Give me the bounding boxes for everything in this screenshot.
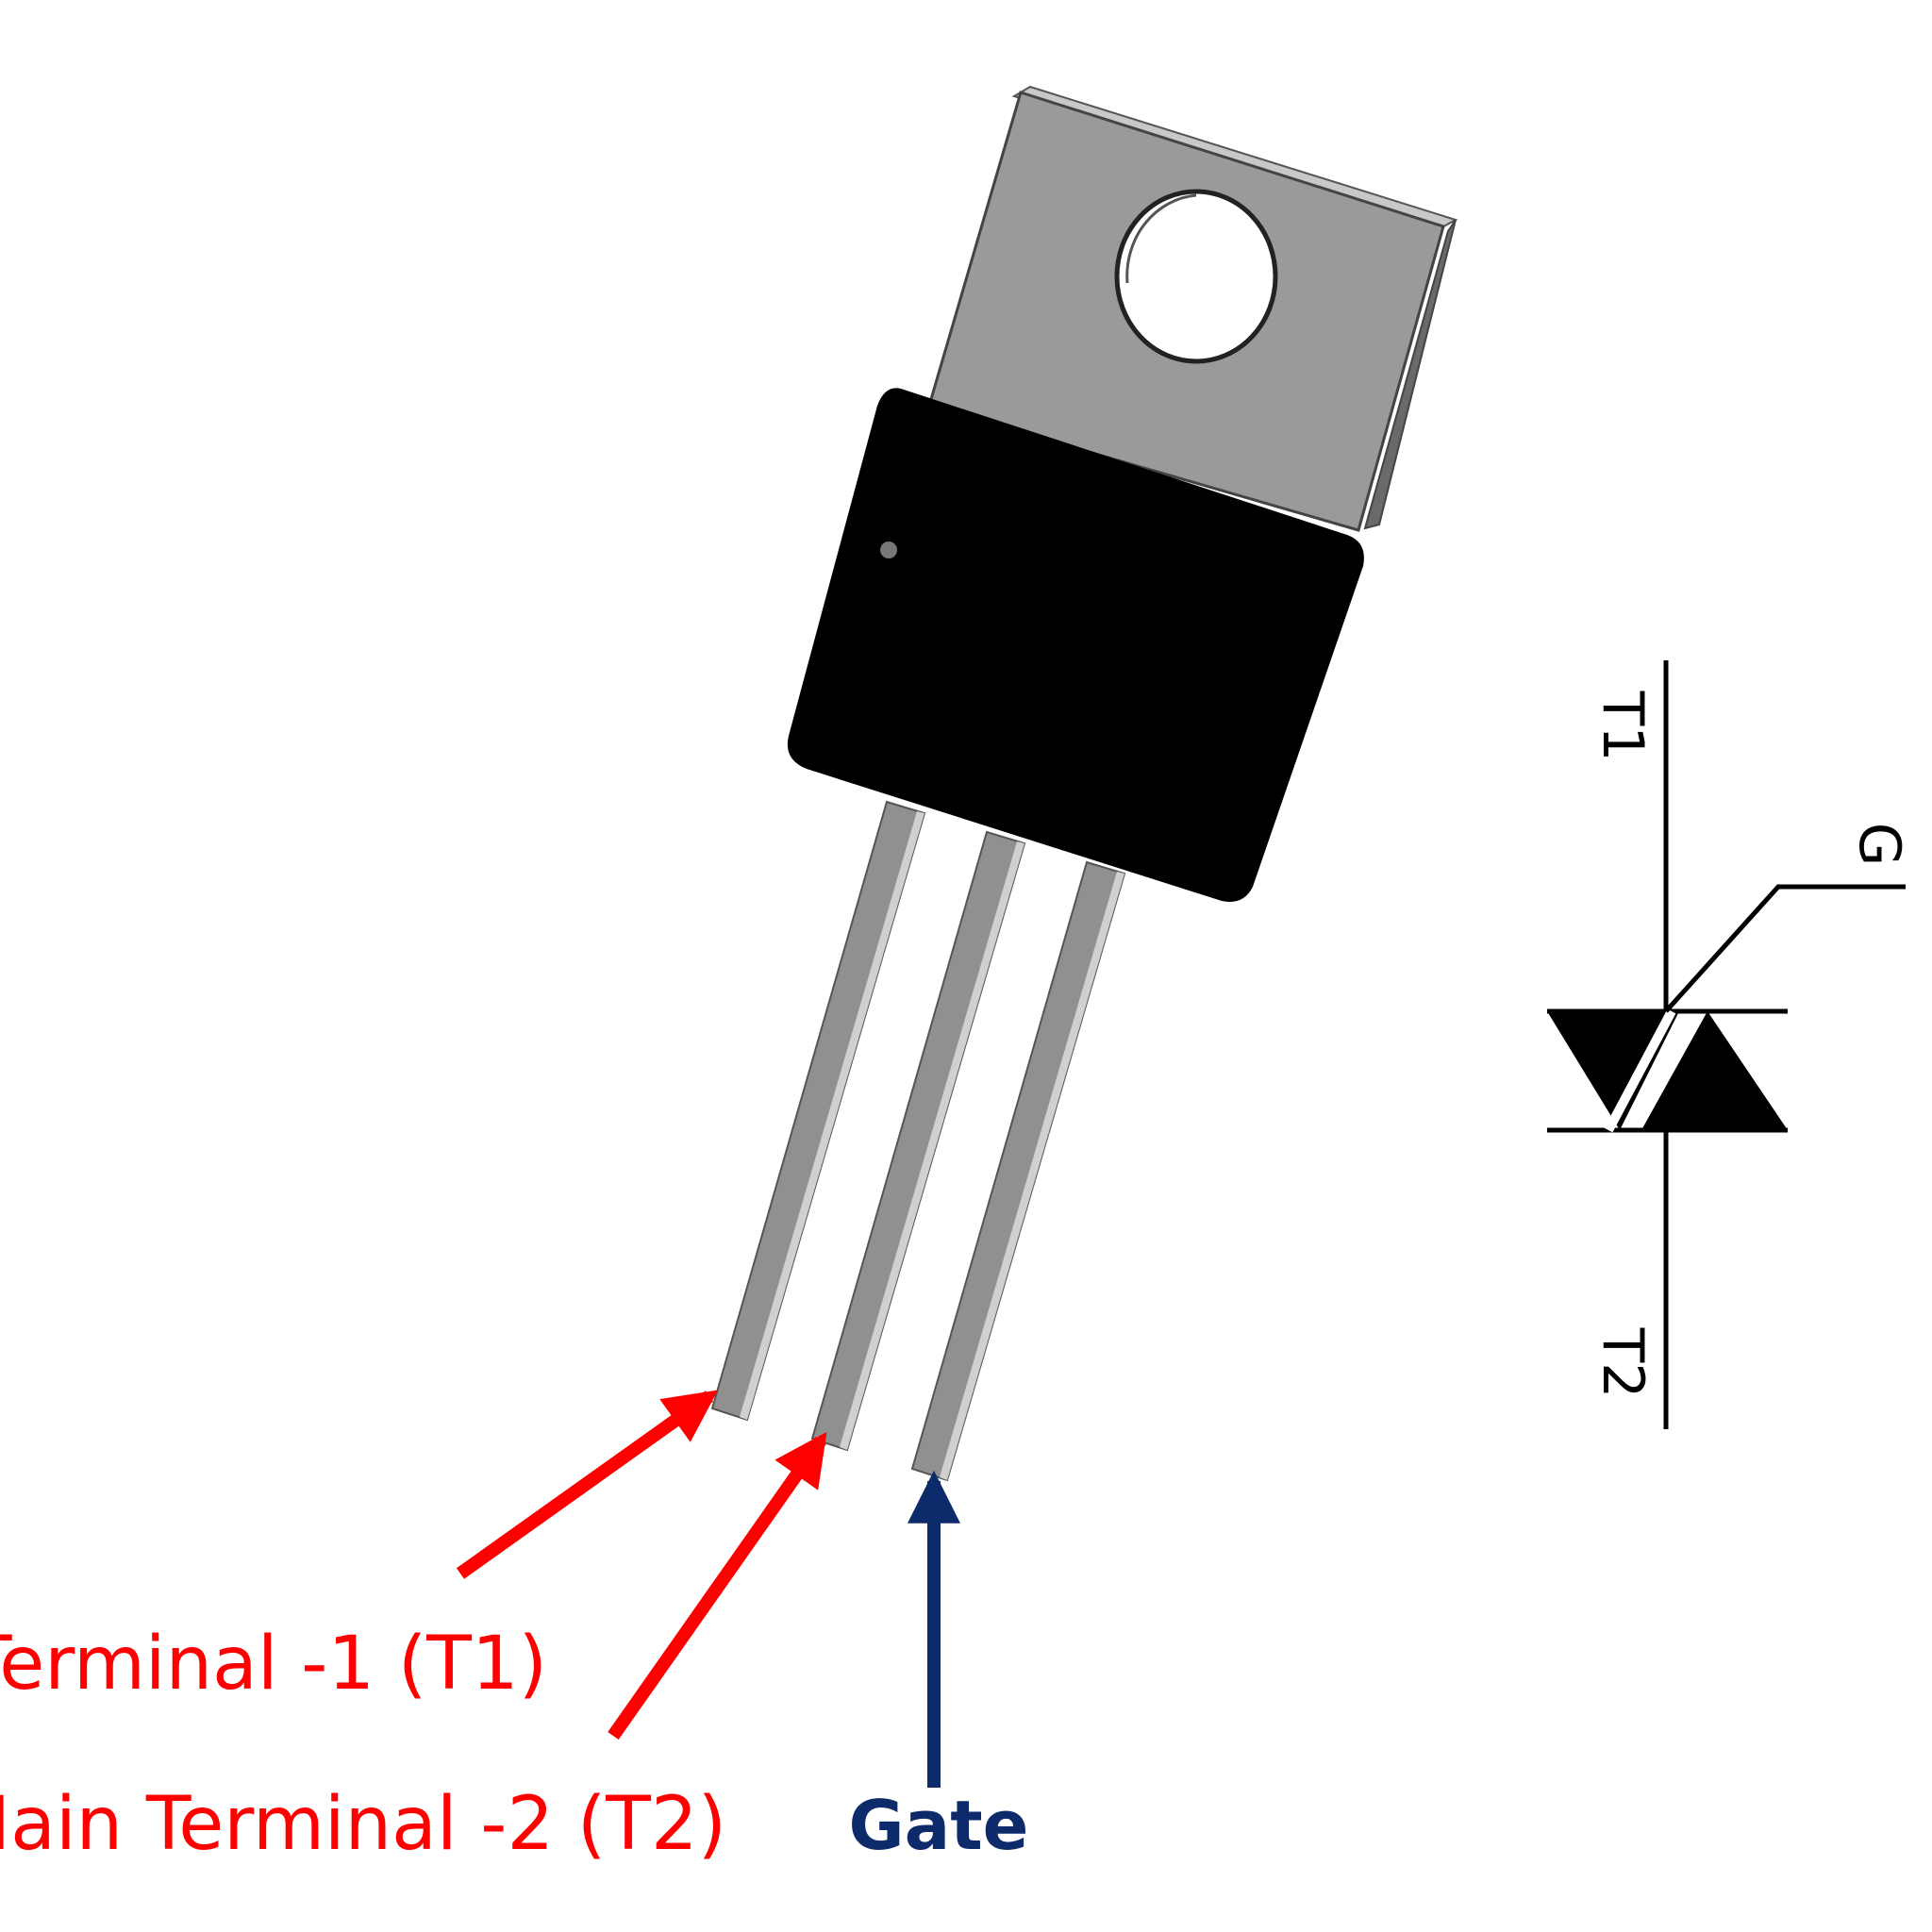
symbol-label-t1: T1 bbox=[1590, 691, 1656, 762]
triac-symbol: T1 T2 G bbox=[1547, 660, 1912, 1429]
mounting-hole bbox=[1114, 189, 1278, 364]
lead-t2 bbox=[810, 830, 1026, 1452]
symbol-triangle-down bbox=[1547, 1011, 1679, 1130]
epoxy-body bbox=[787, 388, 1364, 902]
triac-package bbox=[710, 85, 1458, 1482]
metal-tab bbox=[927, 85, 1458, 532]
symbol-label-t2: T2 bbox=[1590, 1327, 1656, 1399]
label-main-terminal-2: Main Terminal -2 (T2) bbox=[0, 1782, 726, 1867]
label-gate: Gate bbox=[849, 1786, 1029, 1865]
arrow-to-t2 bbox=[608, 1431, 827, 1740]
lead-t1 bbox=[710, 800, 926, 1422]
arrow-to-t1 bbox=[456, 1390, 719, 1579]
symbol-gate-lead bbox=[1664, 884, 1906, 1013]
lead-gate bbox=[910, 860, 1126, 1482]
pin1-marker-dot bbox=[880, 541, 897, 558]
symbol-triangle-up bbox=[1641, 1011, 1788, 1130]
symbol-label-g: G bbox=[1846, 823, 1912, 867]
label-main-terminal-1: Main Terminal -1 (T1) bbox=[0, 1622, 547, 1707]
